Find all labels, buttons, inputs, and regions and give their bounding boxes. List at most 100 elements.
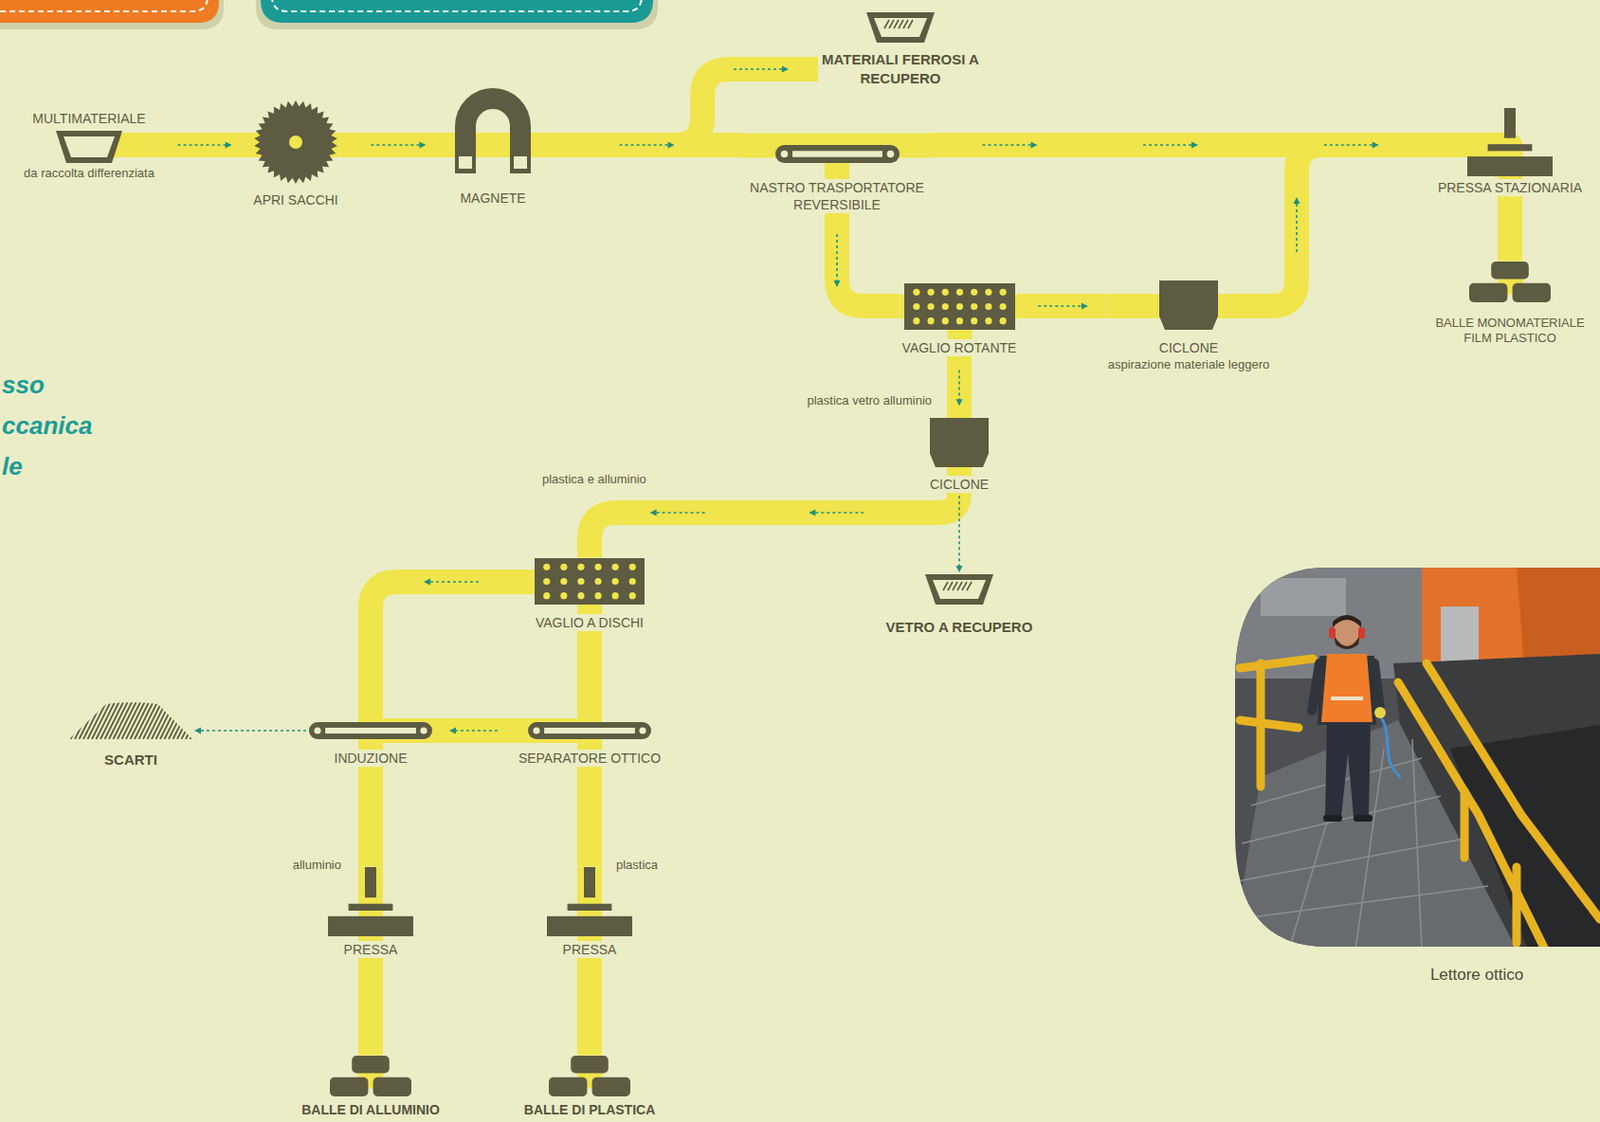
- node-label: CICLONE: [927, 475, 991, 493]
- belt-roller: [886, 149, 894, 158]
- arrow-head: [418, 142, 426, 149]
- screen-hole: [594, 577, 601, 584]
- node-label: MULTIMATERIALE: [30, 109, 147, 128]
- flow-band: [836, 213, 901, 307]
- header-tabs: [0, 0, 658, 30]
- screen-body: [904, 283, 1016, 330]
- node-label: VAGLIO ROTANTE: [900, 339, 1019, 357]
- node-label: SCARTI: [102, 750, 160, 770]
- bin-hatch: [898, 19, 904, 29]
- screen-hole: [611, 563, 619, 570]
- arrow-head: [1081, 303, 1089, 310]
- belt-roller: [638, 727, 646, 734]
- bin-hatch: [943, 581, 948, 591]
- waste-pile: [32, 702, 214, 740]
- bin-inner: [63, 136, 115, 158]
- bin-hatch: [952, 581, 958, 591]
- bales-icon: [548, 1055, 631, 1097]
- screen-hole: [970, 317, 978, 325]
- screen-hole: [984, 317, 992, 325]
- node-label: BALLE DI PLASTICA: [522, 1101, 657, 1119]
- tab-stitch: [0, 0, 208, 12]
- process-node: PRESSA: [546, 867, 633, 959]
- screen-hole: [611, 577, 619, 584]
- saw-hub: [289, 135, 303, 149]
- edge-label: alluminio: [290, 857, 344, 874]
- screen-body: [534, 558, 645, 605]
- node-label: INDUZIONE: [332, 749, 410, 767]
- flow-band: [370, 958, 372, 1056]
- screen-hole: [955, 302, 963, 310]
- belt-body: [775, 145, 900, 164]
- magnet-pole: [458, 156, 473, 169]
- flow-arrow: [451, 729, 498, 732]
- screen-icon: [904, 283, 1016, 330]
- bales-icon: [1469, 261, 1551, 303]
- press-base: [546, 915, 633, 936]
- flow-arrow: [958, 495, 961, 571]
- screen-hole: [560, 592, 567, 600]
- process-node: BALLE MONOMATERIALE FILM PLASTICO: [1425, 261, 1596, 348]
- waste-icon: [69, 702, 193, 740]
- process-node: MULTIMATERIALE da raccolta differenziata: [21, 109, 157, 182]
- edge-label: plastica: [614, 857, 660, 874]
- process-node: INDUZIONE: [309, 722, 433, 767]
- node-label: MAGNETE: [457, 189, 528, 207]
- bin-outline: [925, 574, 994, 605]
- bale: [1469, 282, 1508, 302]
- belt-body: [309, 722, 433, 740]
- press-icon: [327, 867, 414, 937]
- screen-hole: [611, 592, 619, 600]
- arrow-head: [194, 727, 201, 735]
- process-node: MAGNETE: [454, 88, 531, 207]
- screen-hole: [543, 577, 550, 584]
- arrow-head: [1293, 197, 1301, 204]
- flow-band: [358, 958, 383, 1056]
- node-label: da raccolta differenziata: [21, 165, 157, 182]
- flow-arrow: [1143, 144, 1197, 146]
- waste-hatch: [57, 702, 77, 740]
- conveyor-icon: [775, 145, 900, 164]
- photo-caption: Lettore ottico: [1428, 965, 1526, 985]
- flow-band: [1271, 145, 1437, 307]
- teal-tab: [260, 0, 654, 23]
- screen-hole: [912, 302, 920, 310]
- photo-floor: [1232, 720, 1517, 950]
- bin-outline: [55, 130, 123, 164]
- bin-icon: [925, 574, 994, 605]
- waste-hatch: [54, 702, 73, 740]
- node-label: BALLE MONOMATERIALE FILM PLASTICO: [1425, 315, 1596, 348]
- screen-hole: [912, 288, 920, 295]
- flow-arrow: [370, 144, 424, 146]
- flow-band: [370, 581, 534, 723]
- bin-icon: [925, 574, 994, 605]
- belt-roller: [419, 727, 427, 734]
- waste-hatch: [32, 702, 52, 740]
- flow-band: [1497, 196, 1523, 261]
- bale: [373, 1076, 412, 1096]
- screen-icon: [904, 283, 1016, 330]
- arrow-head: [449, 727, 456, 735]
- node-label: VAGLIO A DISCHI: [533, 614, 646, 632]
- node-label: PRESSA STAZIONARIA: [1436, 179, 1584, 197]
- bin-hatch: [884, 19, 890, 29]
- magnet-pole: [513, 156, 528, 169]
- node-label: SEPARATORE OTTICO: [516, 749, 663, 767]
- magnet-icon: [454, 88, 531, 174]
- conveyor-icon: [309, 722, 433, 740]
- press-plate: [348, 903, 394, 910]
- screen-hole: [560, 563, 567, 570]
- flow-arrow: [177, 144, 230, 146]
- saw-icon: [254, 100, 338, 184]
- press-icon: [1467, 108, 1553, 177]
- flow-band: [1018, 293, 1106, 319]
- flow-band: [577, 631, 602, 723]
- bales-icon: [329, 1055, 412, 1097]
- press-icon: [1467, 108, 1553, 177]
- belt-roller: [313, 727, 321, 734]
- bin-inner: [873, 18, 928, 37]
- photo-ground: [1232, 564, 1600, 950]
- node-label: PRESSA: [342, 941, 400, 959]
